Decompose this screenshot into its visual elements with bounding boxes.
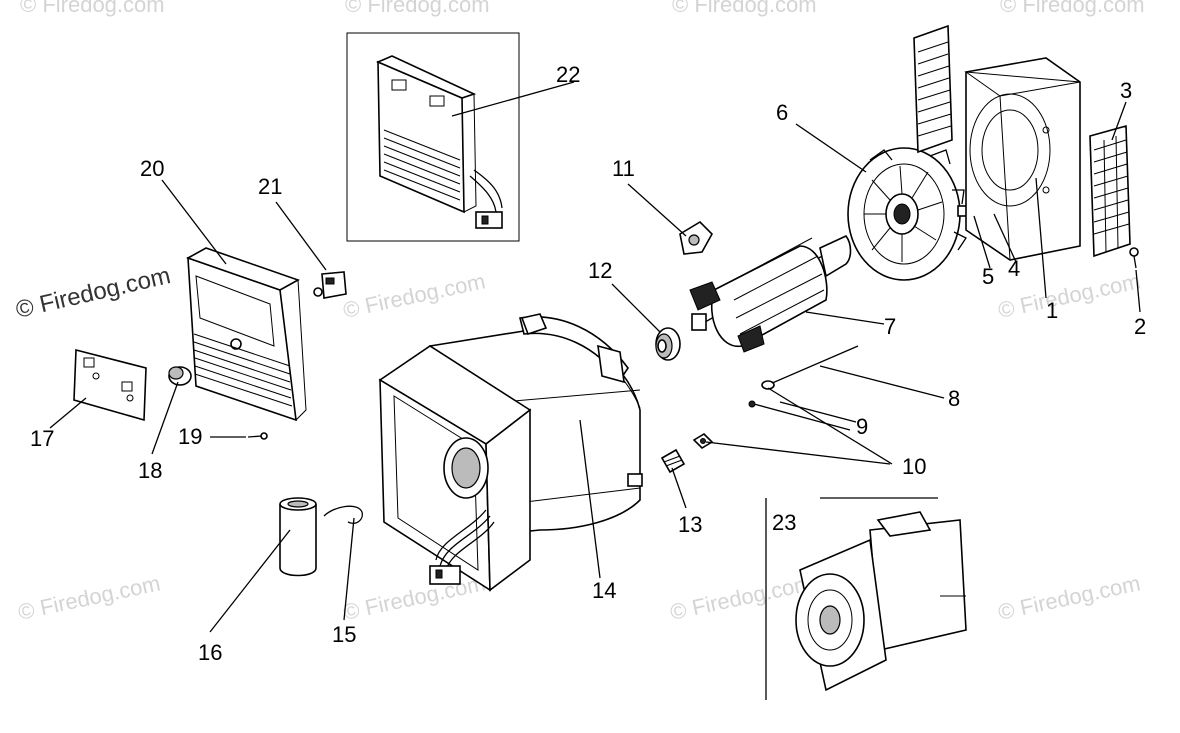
callout-4: 4: [1008, 256, 1020, 281]
callout-15: 15: [332, 622, 356, 647]
callout-11: 11: [612, 156, 635, 181]
inset-part-23-assembly: [765, 497, 967, 700]
part-16-capacitor: [279, 497, 317, 577]
part-14-stator-housing: [378, 313, 643, 592]
callout-18: 18: [138, 458, 162, 483]
part-20-control-panel: [186, 247, 307, 422]
watermark-text: © Firedog.com: [341, 570, 488, 625]
callout-3: 3: [1120, 78, 1132, 103]
watermark-text: © Firedog.com: [672, 0, 817, 17]
callout-2: 2: [1134, 314, 1146, 339]
watermark-text: © Firedog.com: [16, 570, 163, 625]
part-15-clamp: [323, 505, 363, 524]
callout-7: 7: [884, 314, 896, 339]
callout-1: 1: [1046, 298, 1058, 323]
callout-21: 21: [258, 174, 282, 199]
part-11-brush-holder: [679, 220, 713, 255]
part-10-nut: [692, 432, 714, 450]
callout-13: 13: [678, 512, 702, 537]
screen-panel-top: [913, 24, 953, 154]
watermark-text: © Firedog.com: [996, 570, 1143, 625]
callout-10: 10: [902, 454, 926, 479]
part-7-rotor: [689, 235, 852, 353]
callout-22: 22: [556, 62, 580, 87]
part-6-fan: [847, 147, 967, 281]
part-19-screw: [247, 432, 268, 440]
callout-5: 5: [982, 264, 994, 289]
part-3-screen: [1089, 124, 1131, 258]
part-1-end-bell: [964, 57, 1081, 261]
watermark-text: © Firedog.com: [345, 0, 490, 17]
callout-6: 6: [776, 100, 788, 125]
callout-19: 19: [178, 424, 202, 449]
watermark-text-prominent: © Firedog.com: [13, 262, 173, 324]
callout-23: 23: [772, 510, 796, 535]
watermark-text: © Firedog.com: [668, 570, 815, 625]
callout-9: 9: [856, 414, 868, 439]
part-21-circuit-breaker: [313, 271, 347, 299]
callout-17: 17: [30, 426, 54, 451]
inset-box-part-22: [346, 32, 520, 242]
callout-8: 8: [948, 386, 960, 411]
leader-lines: [49, 81, 1141, 633]
part-8-through-bolt: [761, 345, 859, 390]
watermark-text: © Firedog.com: [341, 268, 488, 323]
part-18-knob: [168, 366, 192, 386]
watermark-text: © Firedog.com: [20, 0, 165, 17]
callout-14: 14: [592, 578, 616, 603]
watermark-text: © Firedog.com: [1000, 0, 1145, 17]
callout-20: 20: [140, 156, 164, 181]
callout-12: 12: [588, 258, 612, 283]
callout-labels: 1 2 3 4 5 6 7 8 9 10 11 12 13 14 15 16 1…: [30, 62, 1146, 665]
part-17-receptacle-plate: [73, 348, 147, 422]
part-2-screw: [1129, 247, 1139, 269]
part-13-stud: [660, 448, 686, 474]
part-9-through-bolt: [748, 400, 851, 431]
part-12-bearing: [655, 327, 681, 361]
callout-16: 16: [198, 640, 222, 665]
